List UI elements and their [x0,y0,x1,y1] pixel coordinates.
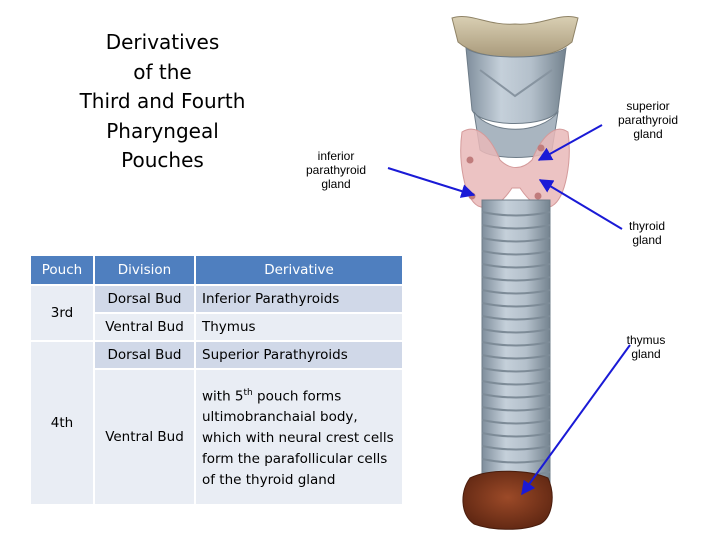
thymus [462,470,553,530]
table-row: 4th Dorsal Bud Superior Parathyroids [31,341,404,506]
table-row: 3rd Dorsal Bud Inferior Parathyroids [31,285,404,342]
tracheal-ring [481,224,551,230]
title-line: Pharyngeal [106,118,219,143]
label-thymus: thymus gland [626,333,666,361]
division-cell: Ventral Bud [94,369,196,506]
tracheal-ring [481,341,551,347]
pointer-arrows [387,124,631,496]
tracheal-ring [481,367,551,373]
derivative-text-post: pouch forms ultimobranchaial body, which… [202,388,394,489]
tracheal-ring [481,250,551,256]
title-line: of the [133,59,192,84]
division-cell: Ventral Bud [94,313,196,342]
title-line: Pouches [121,148,204,172]
table-row: Ventral Bud with 5th pouch forms ultimob… [31,369,404,506]
title-line: Third and Fourth [79,89,246,113]
label-superior-parathyroid: superior parathyroid gland [617,99,679,141]
tracheal-ring [481,406,551,412]
tracheal-ring [481,419,551,425]
label-inferior-parathyroid: inferior parathyroid gland [305,149,367,191]
superior-parathyroid-dot [537,144,545,152]
inferior-parathyroid-arrow [387,167,476,198]
larynx [465,46,567,158]
tracheal-ring [481,445,551,451]
tracheal-ring [481,263,551,269]
thyroid-arrow [538,179,623,230]
division-cell: Dorsal Bud [94,285,196,314]
inferior-parathyroid-dot [466,156,474,164]
table-header-row: Pouch Division Derivative [31,256,404,286]
derivatives-table: Pouch Division Derivative 3rd Dorsal Bud… [31,256,404,506]
thymus-arrow [521,344,631,496]
superior-parathyroid-dot [534,192,542,200]
derivative-cell: with 5th pouch forms ultimobranchaial bo… [195,369,404,506]
division-cell: Dorsal Bud [94,341,196,370]
tracheal-ring [481,302,551,308]
derivative-cell: Superior Parathyroids [195,341,404,370]
derivative-superscript: th [243,387,253,398]
tracheal-ring [481,276,551,282]
table-row: Ventral Bud Thymus [31,313,404,342]
slide-title: Derivatives of the Third and Fourth Phar… [60,28,265,176]
tracheal-ring [481,380,551,386]
tracheal-ring [481,328,551,334]
derivative-cell: Inferior Parathyroids [195,285,404,314]
tracheal-ring [481,315,551,321]
superior-parathyroid-arrow [537,124,603,161]
derivative-cell: Thymus [195,313,404,342]
header-pouch: Pouch [31,256,95,286]
tracheal-ring [481,354,551,360]
tracheal-ring [481,393,551,399]
tracheal-ring [481,432,551,438]
tracheal-ring [481,289,551,295]
tracheal-ring [481,237,551,243]
derivative-text-pre: with 5 [202,388,244,405]
label-thyroid: thyroid gland [628,219,666,247]
pouch-cell-3rd: 3rd [31,285,95,342]
title-line: Derivatives [105,30,220,54]
tracheal-ring [481,458,551,464]
trachea [481,199,551,486]
header-division: Division [94,256,196,286]
pouch-cell-4th: 4th [31,341,95,506]
header-derivative: Derivative [195,256,404,286]
tracheal-ring [481,211,551,217]
